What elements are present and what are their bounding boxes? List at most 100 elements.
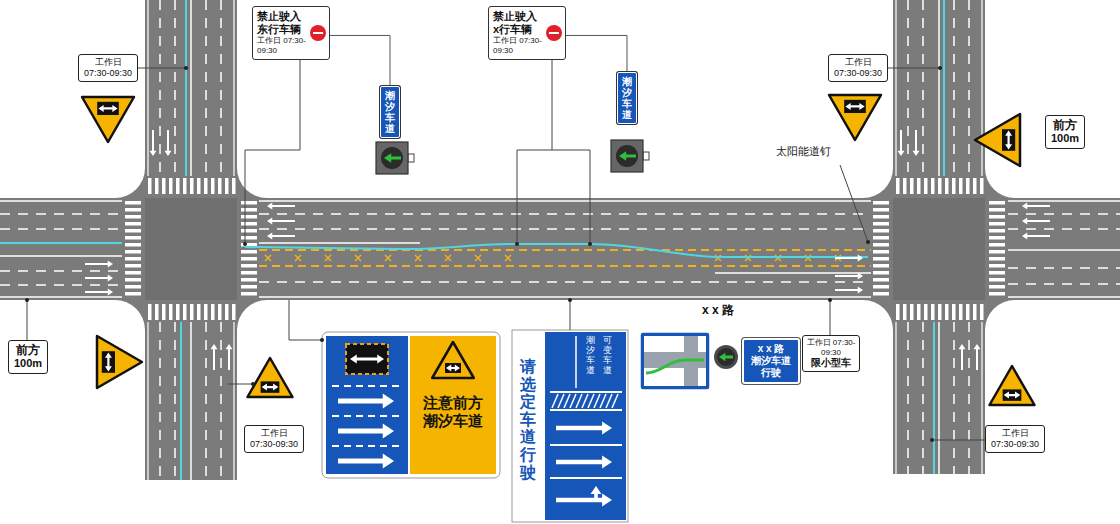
tidal-x-mark bbox=[445, 255, 451, 261]
signal-head bbox=[714, 345, 738, 369]
lane-line bbox=[332, 445, 402, 447]
sign-text: 禁止驶入 x行车辆 bbox=[493, 10, 543, 36]
sign-text: 工作日 07:30-09:30 bbox=[832, 57, 884, 79]
arrow-mark bbox=[384, 153, 401, 163]
arrow-mark bbox=[898, 130, 905, 156]
arrow-mark bbox=[350, 355, 367, 364]
signal-lamp bbox=[717, 348, 735, 366]
sign-blue-panel bbox=[326, 336, 408, 474]
crosswalk-stripe bbox=[989, 271, 1005, 275]
curb-corner bbox=[985, 300, 1045, 360]
leader-line bbox=[552, 150, 590, 244]
crosswalk-stripe bbox=[989, 278, 1005, 282]
road-edge-line bbox=[147, 322, 148, 480]
hatch-stripe bbox=[552, 394, 558, 408]
lane-line bbox=[575, 336, 577, 388]
arrow-mark bbox=[556, 455, 612, 468]
lane-line bbox=[0, 284, 122, 286]
leader-line bbox=[840, 165, 868, 242]
road-name: x x 路 bbox=[702, 303, 734, 317]
crosswalk-stripe bbox=[980, 304, 984, 320]
warning-triangle bbox=[82, 97, 134, 142]
arrow-shape bbox=[1022, 233, 1050, 240]
crosswalk-stripe bbox=[873, 292, 889, 296]
route-sign: x x 路潮汐车道行驶 bbox=[742, 338, 800, 384]
arrow-shape bbox=[835, 273, 863, 280]
road-edge-line bbox=[233, 0, 234, 176]
crosswalk-stripe bbox=[873, 278, 889, 282]
crosswalk-stripe bbox=[155, 178, 159, 194]
crosswalk-stripe bbox=[183, 178, 187, 194]
crosswalk-stripe bbox=[989, 292, 1005, 296]
crosswalk-stripe bbox=[903, 178, 907, 194]
arrow-shape bbox=[267, 233, 295, 240]
arrow-mark bbox=[85, 261, 113, 268]
crosswalk-stripe bbox=[218, 178, 222, 194]
arrow-mark bbox=[959, 344, 966, 370]
arrow-mark bbox=[1004, 392, 1012, 399]
lane-line bbox=[1008, 213, 1120, 215]
tidal-warning-sign: 注意前方 潮汐车道 bbox=[410, 336, 496, 474]
arrow-shape bbox=[367, 355, 384, 364]
guide-line bbox=[0, 242, 122, 244]
label-box: x x 路 bbox=[702, 303, 734, 317]
arrow-shape bbox=[453, 365, 460, 372]
crosswalk-stripe bbox=[924, 304, 928, 320]
tidal-x-mark bbox=[475, 255, 481, 261]
crosswalk-stripe bbox=[125, 215, 141, 219]
crosswalk-stripe bbox=[917, 178, 921, 194]
arrow-shape bbox=[1022, 203, 1050, 210]
crosswalk-stripe bbox=[241, 215, 257, 219]
tidal-x-mark bbox=[505, 255, 511, 261]
crosswalk-stripe bbox=[241, 271, 257, 275]
callout-label: 太阳能道钉 bbox=[776, 145, 831, 158]
triangle-outline bbox=[975, 114, 1020, 166]
sign-text: 限小型车 bbox=[806, 357, 856, 369]
crosswalk-stripe bbox=[125, 222, 141, 226]
lane-line bbox=[1008, 228, 1120, 230]
lane-line bbox=[1008, 283, 1120, 285]
lane-line bbox=[953, 0, 955, 176]
crosswalk-stripe bbox=[241, 285, 257, 289]
signal-head bbox=[376, 142, 408, 174]
crosswalk-stripe bbox=[896, 304, 900, 320]
crosswalk-stripe bbox=[241, 292, 257, 296]
lane-line bbox=[159, 0, 161, 176]
lane-line bbox=[159, 322, 161, 480]
lane-guide-sign: 潮汐车道可变车道请选定车道行驶 bbox=[512, 330, 628, 522]
arrow-mark bbox=[1012, 392, 1020, 399]
arrow-mark bbox=[1022, 218, 1050, 225]
lane-line bbox=[0, 228, 122, 230]
lane-line bbox=[259, 242, 420, 244]
crosswalk-stripe bbox=[989, 264, 1005, 268]
tidal-x-mark bbox=[415, 255, 421, 261]
road-edge-line bbox=[0, 296, 122, 298]
tidal-x-mark bbox=[505, 255, 511, 261]
arrow-mark bbox=[226, 344, 233, 370]
tidal-x-mark bbox=[355, 255, 361, 261]
mount-dot bbox=[568, 298, 572, 302]
prohibition-icon bbox=[310, 25, 326, 41]
crosswalk-stripe bbox=[241, 236, 257, 240]
crosswalk-stripe bbox=[917, 304, 921, 320]
crosswalk-stripe bbox=[241, 201, 257, 205]
arrow-mark bbox=[845, 103, 855, 110]
crosswalk-stripe bbox=[952, 178, 956, 194]
crosswalk-stripe bbox=[959, 304, 963, 320]
map-route bbox=[646, 360, 704, 373]
arrow-shape bbox=[556, 421, 612, 434]
arrow-mark bbox=[556, 421, 612, 434]
leader-line bbox=[138, 68, 186, 69]
arrow-shape bbox=[338, 394, 394, 409]
map-sign bbox=[640, 332, 710, 390]
arrow-mark bbox=[338, 394, 394, 409]
time-plate: 工作日 07:30-09:30 bbox=[244, 425, 304, 453]
warning-triangle bbox=[989, 366, 1034, 405]
lane-line bbox=[907, 322, 909, 474]
crosswalk-stripe bbox=[873, 264, 889, 268]
crosswalk-stripe bbox=[973, 178, 977, 194]
lane-line bbox=[220, 0, 222, 176]
arrow-mark bbox=[1022, 233, 1050, 240]
